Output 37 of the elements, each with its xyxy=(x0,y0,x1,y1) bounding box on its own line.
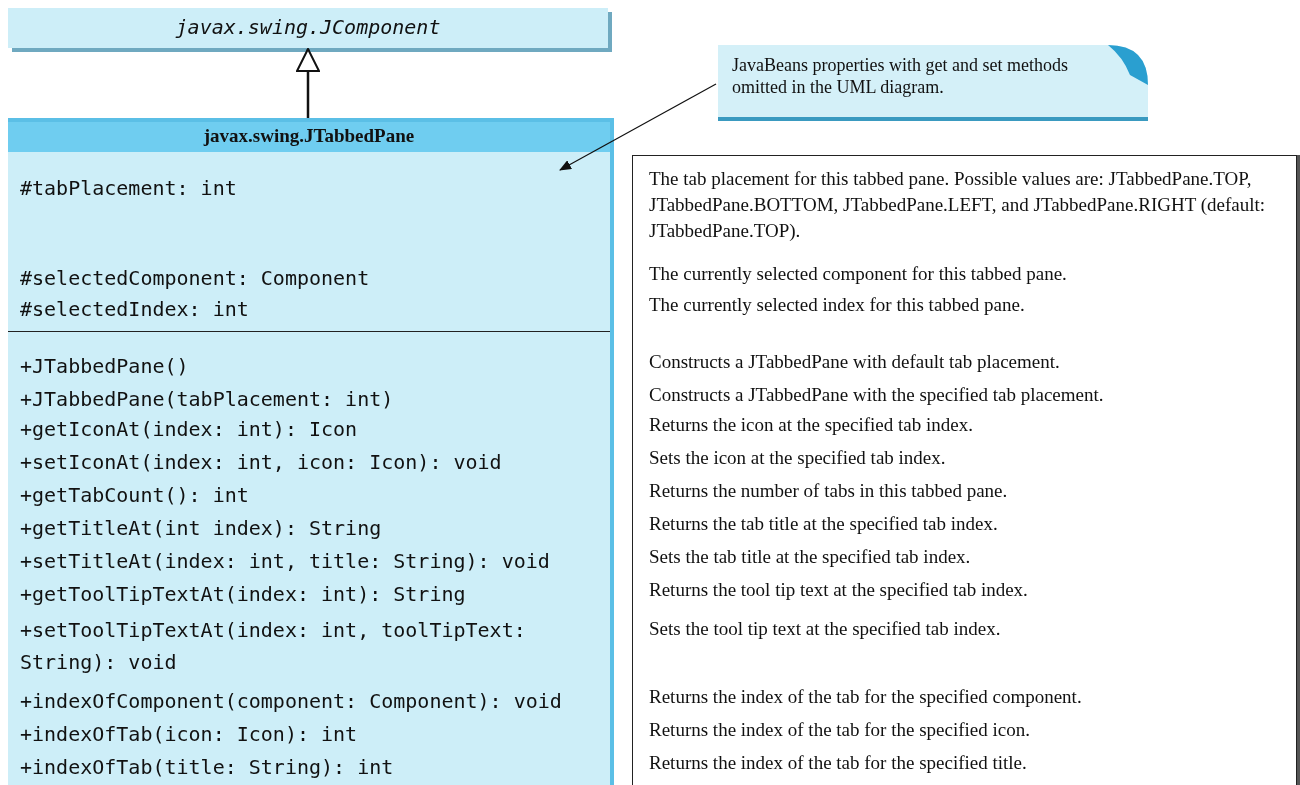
description-text: Returns the index of the tab for the specified icon. xyxy=(649,718,1031,742)
description-panel xyxy=(632,155,1297,785)
description-text: Sets the icon at the specified tab index. xyxy=(649,446,947,470)
inheritance-arrow xyxy=(296,48,320,118)
note-callout xyxy=(718,45,1148,121)
method-text: +getTitleAt(int index): String xyxy=(20,515,383,542)
method-text: +JTabbedPane() xyxy=(20,353,190,380)
description-text: Constructs a JTabbedPane with the specified tab placement. xyxy=(649,383,1105,407)
description-text: Returns the tab title at the specified tab index. xyxy=(649,512,999,536)
attribute-text: #tabPlacement: int xyxy=(20,175,238,202)
note-text: JavaBeans properties with get and set methods omitted in the UML diagram. xyxy=(732,55,1069,99)
method-text: +getIconAt(index: int): Icon xyxy=(20,416,359,443)
description-text: The currently selected index for this tabbed pane. xyxy=(649,293,1026,317)
description-text: The currently selected component for this tabbed pane. xyxy=(649,262,1068,286)
description-text: Returns the index of the tab for the specified title. xyxy=(649,751,1028,775)
method-text: +JTabbedPane(tabPlacement: int) xyxy=(20,386,395,413)
attribute-text: #selectedComponent: Component xyxy=(20,265,371,292)
description-text: Constructs a JTabbedPane with default tab placement. xyxy=(649,350,1061,374)
method-text: +setToolTipTextAt(index: int, toolTipText: String): void xyxy=(20,617,527,676)
leader-line xyxy=(559,83,717,171)
description-text: Returns the number of tabs in this tabbed pane. xyxy=(649,479,1009,503)
method-text: +indexOfTab(icon: Icon): int xyxy=(20,721,359,748)
description-text: Sets the tab title at the specified tab index. xyxy=(649,545,972,569)
class-name: javax.swing.JTabbedPane xyxy=(202,125,416,148)
description-text: The tab placement for this tabbed pane. Possible values are: JTabbedPane.TOP, JTabbedPane.BOTTOM, JTabbedPane.LEFT, and JTabbedPane.RIGHT (default: JTabbedPane.TOP). xyxy=(649,167,1266,243)
method-text: +indexOfComponent(component: Component): void xyxy=(20,688,563,715)
description-text: Returns the tool tip text at the specified tab index. xyxy=(649,578,1029,602)
method-text: +getTabCount(): int xyxy=(20,482,250,509)
description-text: Returns the index of the tab for the specified component. xyxy=(649,685,1083,709)
method-text: +setIconAt(index: int, icon: Icon): void xyxy=(20,449,503,476)
description-text: Sets the tool tip text at the specified tab index. xyxy=(649,617,1002,641)
method-text: +getToolTipTextAt(index: int): String xyxy=(20,581,467,608)
attribute-text: #selectedIndex: int xyxy=(20,296,250,323)
description-text: Returns the icon at the specified tab index. xyxy=(649,413,974,437)
class-name: javax.swing.JComponent xyxy=(174,15,442,39)
method-text: +indexOfTab(title: String): int xyxy=(20,754,395,781)
method-text: +setTitleAt(index: int, title: String): void xyxy=(20,548,551,575)
